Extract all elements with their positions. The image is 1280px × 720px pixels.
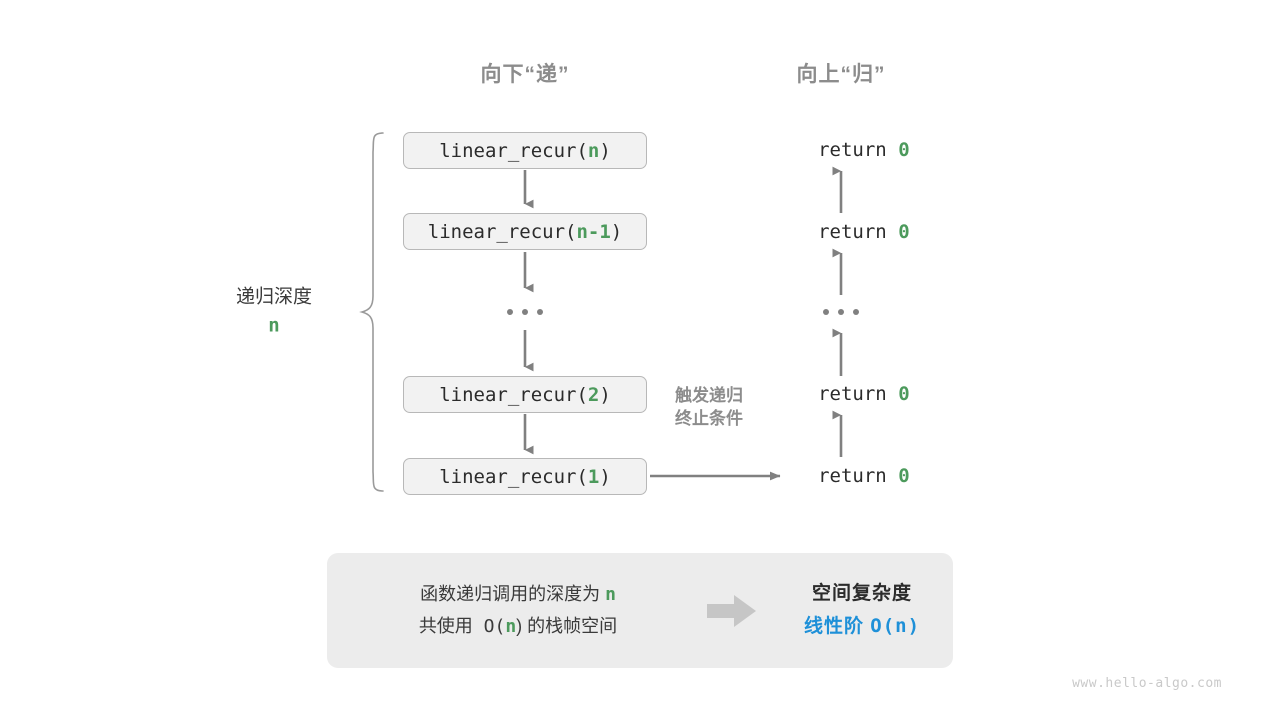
return-keyword: return: [818, 221, 899, 243]
call-frame-prefix: linear_recur(: [439, 383, 588, 406]
complexity-order-name: 线性阶: [803, 616, 871, 637]
call-frame-prefix: linear_recur(: [439, 139, 588, 162]
ellipsis-dot: [838, 309, 844, 315]
call-stack-ellipsis: [507, 309, 543, 315]
ellipsis-dot: [537, 309, 543, 315]
call-frame-box[interactable]: linear_recur(n): [403, 132, 647, 169]
summary-line-2: 共使用 O(n) 的栈帧空间: [343, 611, 693, 643]
watermark: www.hello-algo.com: [1072, 676, 1222, 691]
call-frame-arg: n-1: [576, 220, 611, 243]
space-complexity-value: 线性阶 O(n): [771, 610, 953, 643]
summary-arrow-cell: [693, 594, 771, 628]
return-ellipsis: [823, 309, 859, 315]
call-frame-prefix: linear_recur(: [427, 220, 577, 243]
return-value: 0: [898, 139, 910, 161]
return-statement: return 0: [772, 443, 910, 509]
call-frame-suffix: ): [599, 139, 611, 162]
recursion-depth-text: 递归深度: [235, 286, 313, 308]
summary-line-2-suffix: ) 的栈帧空间: [516, 615, 618, 636]
call-frame-box[interactable]: linear_recur(n-1): [403, 213, 647, 250]
return-statement: return 0: [772, 117, 910, 183]
depth-brace: [359, 132, 384, 492]
right-block-arrow-icon: [707, 594, 756, 627]
space-complexity-title: 空间复杂度: [811, 582, 912, 604]
ellipsis-dot: [522, 309, 528, 315]
call-frame-prefix: linear_recur(: [439, 465, 588, 488]
summary-conclusion: 空间复杂度 线性阶 O(n): [771, 578, 953, 644]
summary-line-2-variable: n: [505, 615, 517, 637]
return-statement: return 0: [772, 199, 910, 265]
call-frame-suffix: ): [599, 465, 611, 488]
termination-note-line-1: 触发递归: [675, 386, 743, 405]
summary-description: 函数递归调用的深度为 n 共使用 O(n) 的栈帧空间: [327, 579, 693, 642]
call-frame-arg: n: [587, 139, 600, 162]
summary-line-1-text: 函数递归调用的深度为: [420, 584, 606, 604]
recursion-depth-label: 递归深度 n: [236, 283, 312, 342]
call-frame-arg: 2: [587, 383, 600, 406]
return-value: 0: [898, 221, 910, 243]
termination-condition-note: 触发递归 终止条件: [675, 385, 743, 431]
termination-note-line-2: 终止条件: [675, 408, 743, 428]
return-keyword: return: [818, 465, 899, 487]
return-keyword: return: [818, 139, 899, 161]
return-statement: return 0: [772, 361, 910, 427]
summary-line-2-prefix: 共使用 O(: [418, 615, 506, 637]
summary-line-1-variable: n: [605, 584, 616, 605]
call-frame-arg: 1: [587, 465, 600, 488]
return-keyword: return: [818, 383, 899, 405]
call-frame-box[interactable]: linear_recur(1): [403, 458, 647, 495]
return-value: 0: [898, 383, 910, 405]
ellipsis-dot: [823, 309, 829, 315]
column-header-ascend: 向上“归”: [796, 63, 886, 86]
complexity-notation: O(n): [870, 615, 921, 637]
ellipsis-dot: [507, 309, 513, 315]
column-header-descend: 向下“递”: [480, 63, 570, 86]
return-value: 0: [898, 465, 910, 487]
ellipsis-dot: [853, 309, 859, 315]
call-frame-suffix: ): [610, 220, 623, 243]
summary-panel: 函数递归调用的深度为 n 共使用 O(n) 的栈帧空间 空间复杂度 线性阶 O(…: [327, 553, 953, 668]
recursion-depth-variable: n: [268, 315, 280, 337]
call-frame-box[interactable]: linear_recur(2): [403, 376, 647, 413]
call-frame-suffix: ): [599, 383, 611, 406]
summary-line-1: 函数递归调用的深度为 n: [343, 579, 693, 611]
